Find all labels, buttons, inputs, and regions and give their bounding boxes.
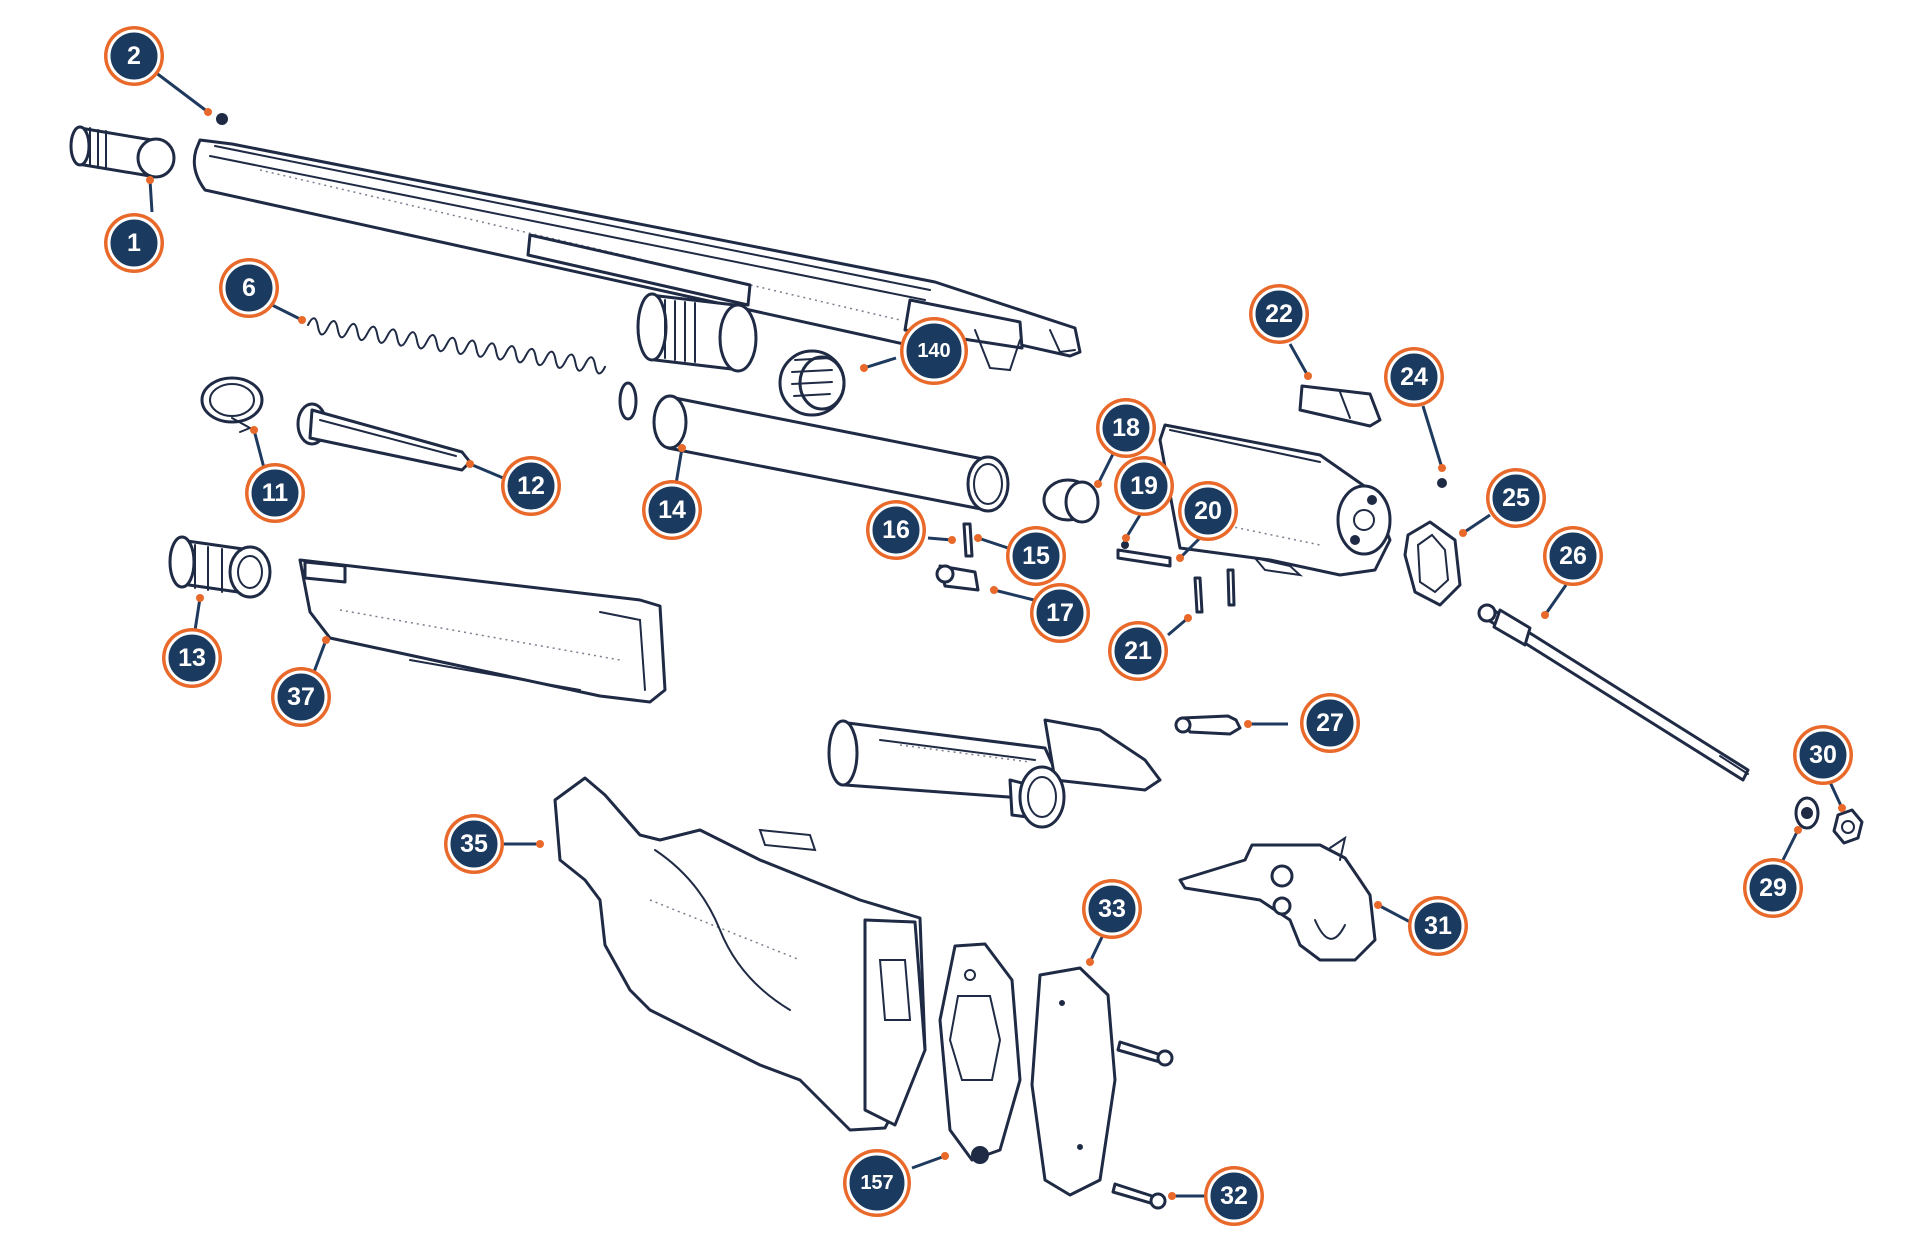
callout-14[interactable]: 14 bbox=[642, 480, 702, 540]
part-recoil-pad bbox=[1030, 966, 1117, 1197]
callout-12[interactable]: 12 bbox=[501, 456, 561, 516]
part-stock bbox=[553, 776, 927, 1132]
part-threaded-ring bbox=[778, 349, 846, 417]
part-choke-tube bbox=[69, 125, 176, 179]
callout-11[interactable]: 11 bbox=[245, 463, 305, 523]
part-front-sight bbox=[216, 113, 228, 125]
callout-37[interactable]: 37 bbox=[271, 667, 331, 727]
callout-24[interactable]: 24 bbox=[1384, 347, 1444, 407]
callout-22[interactable]: 22 bbox=[1249, 284, 1309, 344]
part-magazine-nut bbox=[168, 535, 272, 599]
callout-33[interactable]: 33 bbox=[1082, 879, 1142, 939]
callout-21[interactable]: 21 bbox=[1108, 621, 1168, 681]
callout-29[interactable]: 29 bbox=[1743, 858, 1803, 918]
callout-12-label: 12 bbox=[517, 472, 545, 500]
callout-27-label: 27 bbox=[1316, 709, 1344, 737]
callout-31[interactable]: 31 bbox=[1408, 896, 1468, 956]
callout-30[interactable]: 30 bbox=[1793, 725, 1853, 785]
callout-13-label: 13 bbox=[178, 644, 206, 672]
part-latch-pin bbox=[1437, 478, 1447, 488]
callout-11-label: 11 bbox=[262, 479, 289, 507]
callout-17[interactable]: 17 bbox=[1030, 583, 1090, 643]
callout-1[interactable]: 1 bbox=[104, 213, 164, 273]
part-bolt-handle bbox=[1174, 714, 1242, 736]
callout-30-label: 30 bbox=[1809, 741, 1837, 769]
part-cartridge-latch bbox=[1298, 384, 1382, 428]
callout-19-label: 19 bbox=[1130, 472, 1158, 500]
callout-26-label: 26 bbox=[1559, 542, 1587, 570]
callout-1-label: 1 bbox=[127, 229, 141, 257]
callout-19[interactable]: 19 bbox=[1114, 456, 1174, 516]
part-forend bbox=[298, 558, 667, 704]
callout-15-label: 15 bbox=[1022, 542, 1050, 570]
callout-157-label: 157 bbox=[860, 1172, 893, 1194]
callout-37-label: 37 bbox=[287, 683, 315, 711]
part-gasket bbox=[1403, 520, 1462, 607]
callout-31-label: 31 bbox=[1424, 912, 1452, 940]
part-o-ring bbox=[200, 376, 264, 433]
part-barrel bbox=[192, 138, 1082, 372]
callout-24-label: 24 bbox=[1400, 363, 1428, 391]
callout-33-label: 33 bbox=[1098, 895, 1126, 923]
part-guide-rod bbox=[296, 402, 472, 472]
callout-35-label: 35 bbox=[460, 830, 488, 858]
callout-25[interactable]: 25 bbox=[1486, 468, 1546, 528]
callout-25-label: 25 bbox=[1502, 484, 1530, 512]
callout-21-label: 21 bbox=[1124, 637, 1152, 665]
callout-18-label: 18 bbox=[1112, 414, 1140, 442]
callout-2[interactable]: 2 bbox=[104, 26, 164, 86]
part-nut bbox=[1832, 808, 1864, 845]
part-screws bbox=[1111, 1040, 1174, 1210]
callout-27[interactable]: 27 bbox=[1300, 693, 1360, 753]
callout-16[interactable]: 16 bbox=[866, 500, 926, 560]
callout-6[interactable]: 6 bbox=[219, 258, 279, 318]
callout-2-label: 2 bbox=[127, 42, 141, 70]
callout-157[interactable]: 157 bbox=[843, 1149, 911, 1217]
callout-32-label: 32 bbox=[1220, 1182, 1248, 1210]
callout-32[interactable]: 32 bbox=[1204, 1166, 1264, 1226]
part-washer bbox=[1794, 796, 1820, 830]
callout-140-label: 140 bbox=[917, 340, 950, 362]
callout-18[interactable]: 18 bbox=[1096, 398, 1156, 458]
callout-16-label: 16 bbox=[882, 516, 910, 544]
callout-14-label: 14 bbox=[658, 496, 686, 524]
callout-6-label: 6 bbox=[242, 274, 256, 302]
callout-20[interactable]: 20 bbox=[1178, 481, 1238, 541]
callout-20-label: 20 bbox=[1194, 497, 1222, 525]
part-pins bbox=[1116, 541, 1236, 614]
part-bolt-carrier bbox=[827, 718, 1162, 829]
callout-13[interactable]: 13 bbox=[162, 628, 222, 688]
part-trigger-group bbox=[1178, 835, 1377, 962]
part-magazine-tube bbox=[652, 394, 1010, 513]
part-spacer bbox=[938, 942, 1022, 1164]
callout-22-label: 22 bbox=[1265, 300, 1293, 328]
part-magazine-cap bbox=[636, 292, 758, 373]
callout-140[interactable]: 140 bbox=[900, 317, 968, 385]
part-stock-bolt bbox=[1477, 603, 1750, 782]
callout-15[interactable]: 15 bbox=[1006, 526, 1066, 586]
part-cocking-pin bbox=[935, 522, 980, 592]
callout-26[interactable]: 26 bbox=[1543, 526, 1603, 586]
part-recoil-spring bbox=[307, 317, 638, 421]
callout-35[interactable]: 35 bbox=[444, 814, 504, 874]
callout-17-label: 17 bbox=[1046, 599, 1074, 627]
part-buffer bbox=[1042, 478, 1100, 524]
leader-lines bbox=[146, 70, 1846, 1200]
callout-29-label: 29 bbox=[1759, 874, 1787, 902]
